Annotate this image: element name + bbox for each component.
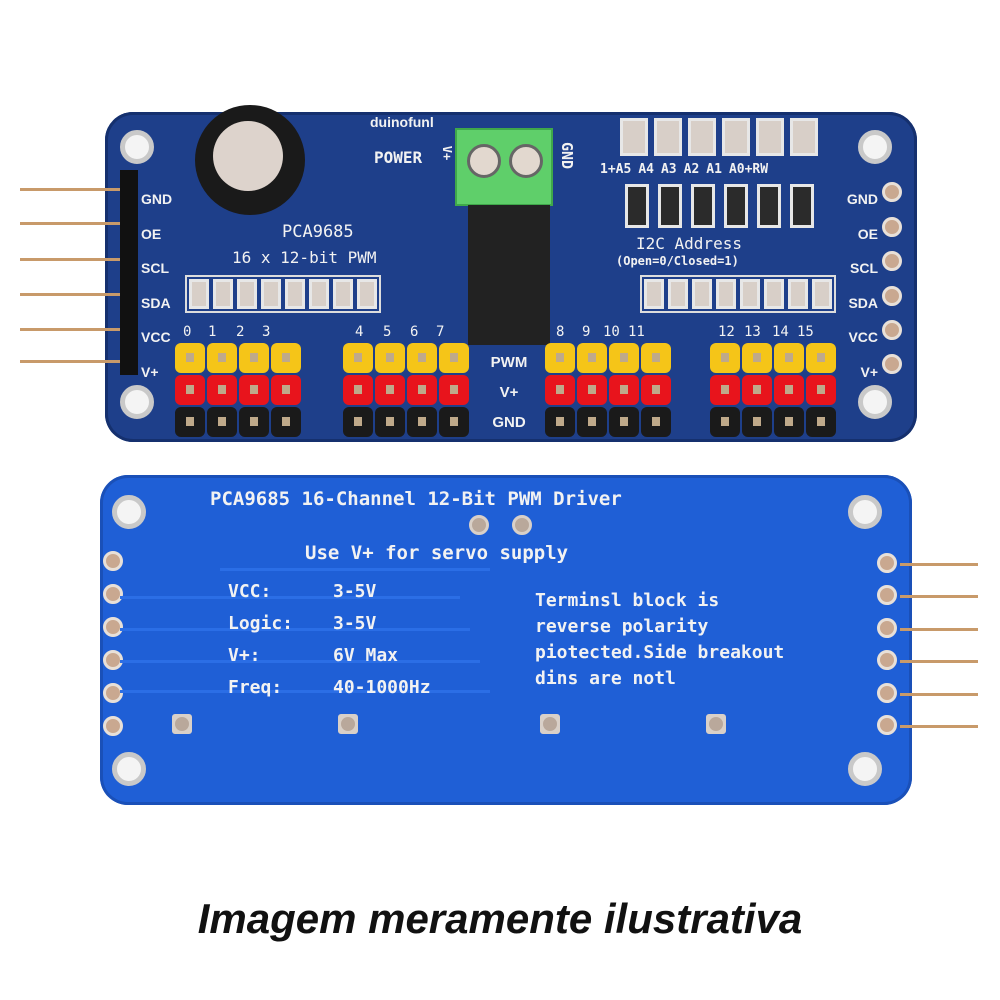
mounting-hole xyxy=(112,495,146,529)
note-line: Terminsl block is xyxy=(535,590,720,611)
spec-values: 3-5V 3-5V 6V Max 40-1000Hz xyxy=(333,576,431,704)
channel-label: 5 xyxy=(383,324,392,340)
pin-label: OE xyxy=(141,225,162,242)
channel-label: 14 xyxy=(772,324,789,340)
chip-description: 16 x 12-bit PWM xyxy=(232,248,377,267)
spec-label: Freq: xyxy=(228,677,283,698)
channel-label: 4 xyxy=(355,324,364,340)
left-pin-labels: GND OE SCL SDA VCC V+ xyxy=(141,182,172,389)
row-label-gnd: GND xyxy=(492,414,526,431)
pin-label: GND xyxy=(141,191,173,207)
channel-number-labels: 0 1 2 3 4 5 6 7 8 9 10 11 12 13 14 15 xyxy=(0,324,1000,344)
mounting-hole xyxy=(120,385,154,419)
pin-label: V+ xyxy=(141,363,159,380)
spec-value: 3-5V xyxy=(333,613,377,634)
electrolytic-capacitor xyxy=(195,105,305,215)
spec-label: V+: xyxy=(228,645,261,666)
channel-label: 0 xyxy=(183,324,192,340)
spec-value: 6V Max xyxy=(333,645,399,666)
spec-label: Logic: xyxy=(228,613,294,634)
address-jumper-labels: 1+A5 A4 A3 A2 A1 A0+RW xyxy=(600,162,768,177)
row-label-vplus: V+ xyxy=(499,384,519,401)
servo-header-block-8-11[interactable] xyxy=(545,343,671,437)
note-line: dins are notl xyxy=(535,668,676,689)
mounting-hole xyxy=(112,752,146,786)
disclaimer-caption: Imagem meramente ilustrativa xyxy=(197,895,803,942)
servo-header-block-0-3[interactable] xyxy=(175,343,301,437)
power-label: POWER xyxy=(374,148,423,167)
pin-label: SDA xyxy=(848,294,878,311)
i2c-address-note: (Open=0/Closed=1) xyxy=(616,254,739,268)
pin-label: SCL xyxy=(850,260,878,276)
bottom-title: PCA9685 16-Channel 12-Bit PWM Driver xyxy=(210,488,622,510)
jumper-label: A1 xyxy=(706,162,722,177)
brand-label: duinofunl xyxy=(370,114,434,130)
channel-label: 11 xyxy=(628,324,645,340)
note-line: piotected.Side breakout xyxy=(535,642,785,663)
address-solder-jumpers xyxy=(620,118,818,156)
channel-label: 6 xyxy=(410,324,419,340)
pin-label: OE xyxy=(857,225,878,242)
mounting-hole xyxy=(120,130,154,164)
pin-label: VCC xyxy=(848,329,878,345)
left-header-housing xyxy=(120,170,138,375)
channel-label: 10 xyxy=(603,324,620,340)
mounting-hole xyxy=(848,495,882,529)
spec-value: 40-1000Hz xyxy=(333,677,431,698)
jumper-label: A3 xyxy=(660,162,677,177)
channel-label: 3 xyxy=(262,324,271,340)
spec-label: VCC: xyxy=(228,581,272,602)
jumper-label: A4 xyxy=(638,162,654,177)
mounting-hole xyxy=(858,130,892,164)
chip-label: PCA9685 xyxy=(282,222,354,242)
header-row-labels: PWM V+ GND xyxy=(486,348,532,438)
spec-value: 3-5V xyxy=(333,581,377,602)
jumper-label: A2 xyxy=(683,162,700,177)
jumper-label: A0+RW xyxy=(728,162,769,177)
power-terminal-block xyxy=(455,128,553,206)
channel-label: 1 xyxy=(208,324,217,340)
terminal-via xyxy=(512,515,532,535)
pcb-bottom-view xyxy=(100,475,912,805)
vplus-terminal-label: V+ xyxy=(440,145,455,161)
pin-label: VCC xyxy=(141,329,171,345)
gnd-terminal-label: GND xyxy=(558,142,576,170)
row-label-pwm: PWM xyxy=(490,354,528,371)
right-pin-labels: GND OE SCL SDA VCC V+ xyxy=(838,182,878,389)
terminal-via xyxy=(469,515,489,535)
terminal-screw xyxy=(467,144,501,178)
pca9685-chip xyxy=(468,205,550,345)
pin-label: V+ xyxy=(860,363,878,380)
servo-header-block-4-7[interactable] xyxy=(343,343,469,437)
pin-label: SCL xyxy=(141,260,169,276)
channel-label: 8 xyxy=(556,324,565,340)
spec-labels: VCC: Logic: V+: Freq: xyxy=(228,576,293,704)
servo-header-block-12-15[interactable] xyxy=(710,343,836,437)
terminal-screw xyxy=(509,144,543,178)
channel-label: 12 xyxy=(718,324,735,340)
mounting-hole xyxy=(858,385,892,419)
channel-label: 7 xyxy=(436,324,445,340)
channel-label: 13 xyxy=(744,324,761,340)
channel-label: 15 xyxy=(797,324,814,340)
pin-label: SDA xyxy=(141,294,171,311)
mounting-hole xyxy=(848,752,882,786)
channel-label: 2 xyxy=(236,324,245,340)
i2c-address-title: I2C Address xyxy=(636,234,742,253)
pin-label: GND xyxy=(846,191,878,207)
servo-supply-note: Use V+ for servo supply xyxy=(305,542,569,564)
resistor-array-right xyxy=(640,275,836,313)
resistor-array-left xyxy=(185,275,381,313)
polarity-notes: Terminsl block is reverse polarity piote… xyxy=(535,588,784,692)
channel-label: 9 xyxy=(582,324,591,340)
address-resistors xyxy=(625,184,814,228)
jumper-label: 1+A5 xyxy=(600,162,632,177)
note-line: reverse polarity xyxy=(535,616,709,637)
